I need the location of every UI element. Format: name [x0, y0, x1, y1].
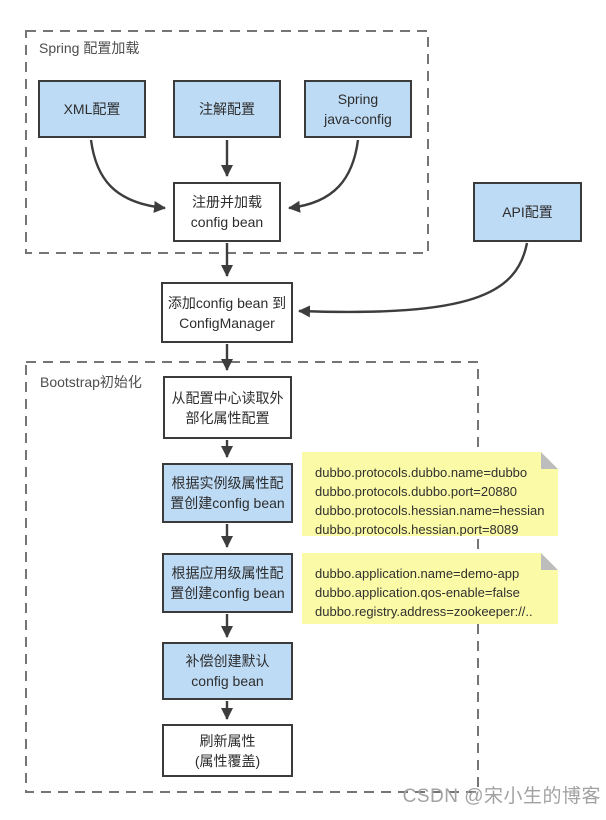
connector-javaconfig-to-register [288, 139, 360, 213]
group-label-bootstrap-init: Bootstrap初始化 [40, 374, 142, 390]
node-api-config: API配置 [473, 182, 582, 242]
connector-api-to-addmanager [298, 242, 529, 318]
note-line: dubbo.registry.address=zookeeper://.. [315, 604, 533, 619]
note-line: dubbo.protocols.hessian.name=hessian [315, 503, 545, 518]
node-create-instance-level-config-bean: 根据实例级属性配 置创建config bean [162, 463, 293, 523]
note-instance-properties: dubbo.protocols.dubbo.name=dubbo dubbo.p… [302, 452, 558, 536]
node-refresh-properties: 刷新属性 (属性覆盖) [162, 724, 293, 777]
note-line: dubbo.application.name=demo-app [315, 566, 520, 581]
node-annotation-config: 注解配置 [173, 80, 281, 138]
node-add-config-bean-to-configmanager: 添加config bean 到 ConfigManager [161, 282, 293, 343]
note-line: dubbo.protocols.dubbo.port=20880 [315, 484, 518, 499]
node-create-app-level-config-bean: 根据应用级属性配 置创建config bean [162, 553, 293, 613]
node-compensate-default-config-bean: 补偿创建默认 config bean [162, 642, 293, 700]
node-read-external-config: 从配置中心读取外 部化属性配置 [163, 376, 292, 439]
watermark: CSDN @宋小生的博客 [402, 786, 601, 807]
node-register-load-config-bean: 注册并加载 config bean [173, 182, 281, 242]
node-spring-java-config: Spring java-config [304, 80, 412, 138]
group-label-spring-config-load: Spring 配置加载 [39, 40, 140, 56]
connector-xml-to-register [89, 139, 166, 213]
note-line: dubbo.protocols.hessian.port=8089 [315, 522, 519, 537]
note-line: dubbo.protocols.dubbo.name=dubbo [315, 465, 528, 480]
node-xml-config: XML配置 [38, 80, 146, 138]
note-line: dubbo.application.qos-enable=false [315, 585, 520, 600]
note-application-properties: dubbo.application.name=demo-app dubbo.ap… [302, 553, 558, 624]
